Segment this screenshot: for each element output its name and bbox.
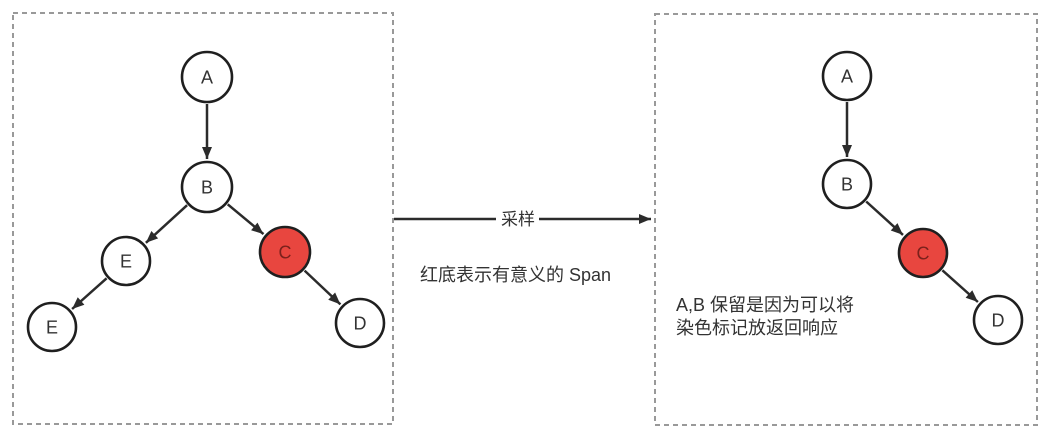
left-edge-E1-E2 [71,277,108,310]
red-span-legend-note: 红底表示有意义的 Span [420,265,611,285]
right-panel-border [654,13,1038,426]
sampling-arrow-group: 采样 [394,207,651,231]
sampling-label-backdrop [496,207,539,231]
left-node-label-D: D [354,314,367,334]
retention-note-line1: A,B 保留是因为可以将 [676,295,854,315]
left-edge-B-E1 [145,204,188,244]
left-node-label-E2: E [46,318,58,338]
left-node-C-highlighted [258,225,312,279]
right-node-label-C: C [917,244,930,264]
left-node-E1 [100,235,152,287]
right-node-D [972,294,1024,346]
right-edge-C-D [941,269,979,303]
sampling-arrow-label: 采样 [501,210,535,229]
left-node-label-C: C [279,243,292,263]
left-node-B [180,160,234,214]
left-edge-C-D [303,269,342,306]
right-node-A [821,50,873,102]
left-node-D [334,297,386,349]
left-node-label-B: B [201,178,213,198]
left-panel-border [12,12,394,425]
left-node-E2 [26,301,78,353]
retention-note-line2: 染色标记放返回响应 [676,318,838,338]
right-node-label-D: D [992,311,1005,331]
right-trace-graph: A B C D [821,50,1024,346]
left-node-label-A: A [201,68,213,88]
left-node-A [180,50,234,104]
right-node-label-B: B [841,175,853,195]
left-trace-graph: A B E C E D [26,50,386,353]
right-node-C-highlighted [897,227,949,279]
right-edge-B-C [865,200,904,236]
retention-note: A,B 保留是因为可以将 染色标记放返回响应 [676,295,854,338]
right-node-label-A: A [841,67,853,87]
right-node-B [821,158,873,210]
left-edge-B-C [226,203,265,236]
left-node-label-E1: E [120,252,132,272]
